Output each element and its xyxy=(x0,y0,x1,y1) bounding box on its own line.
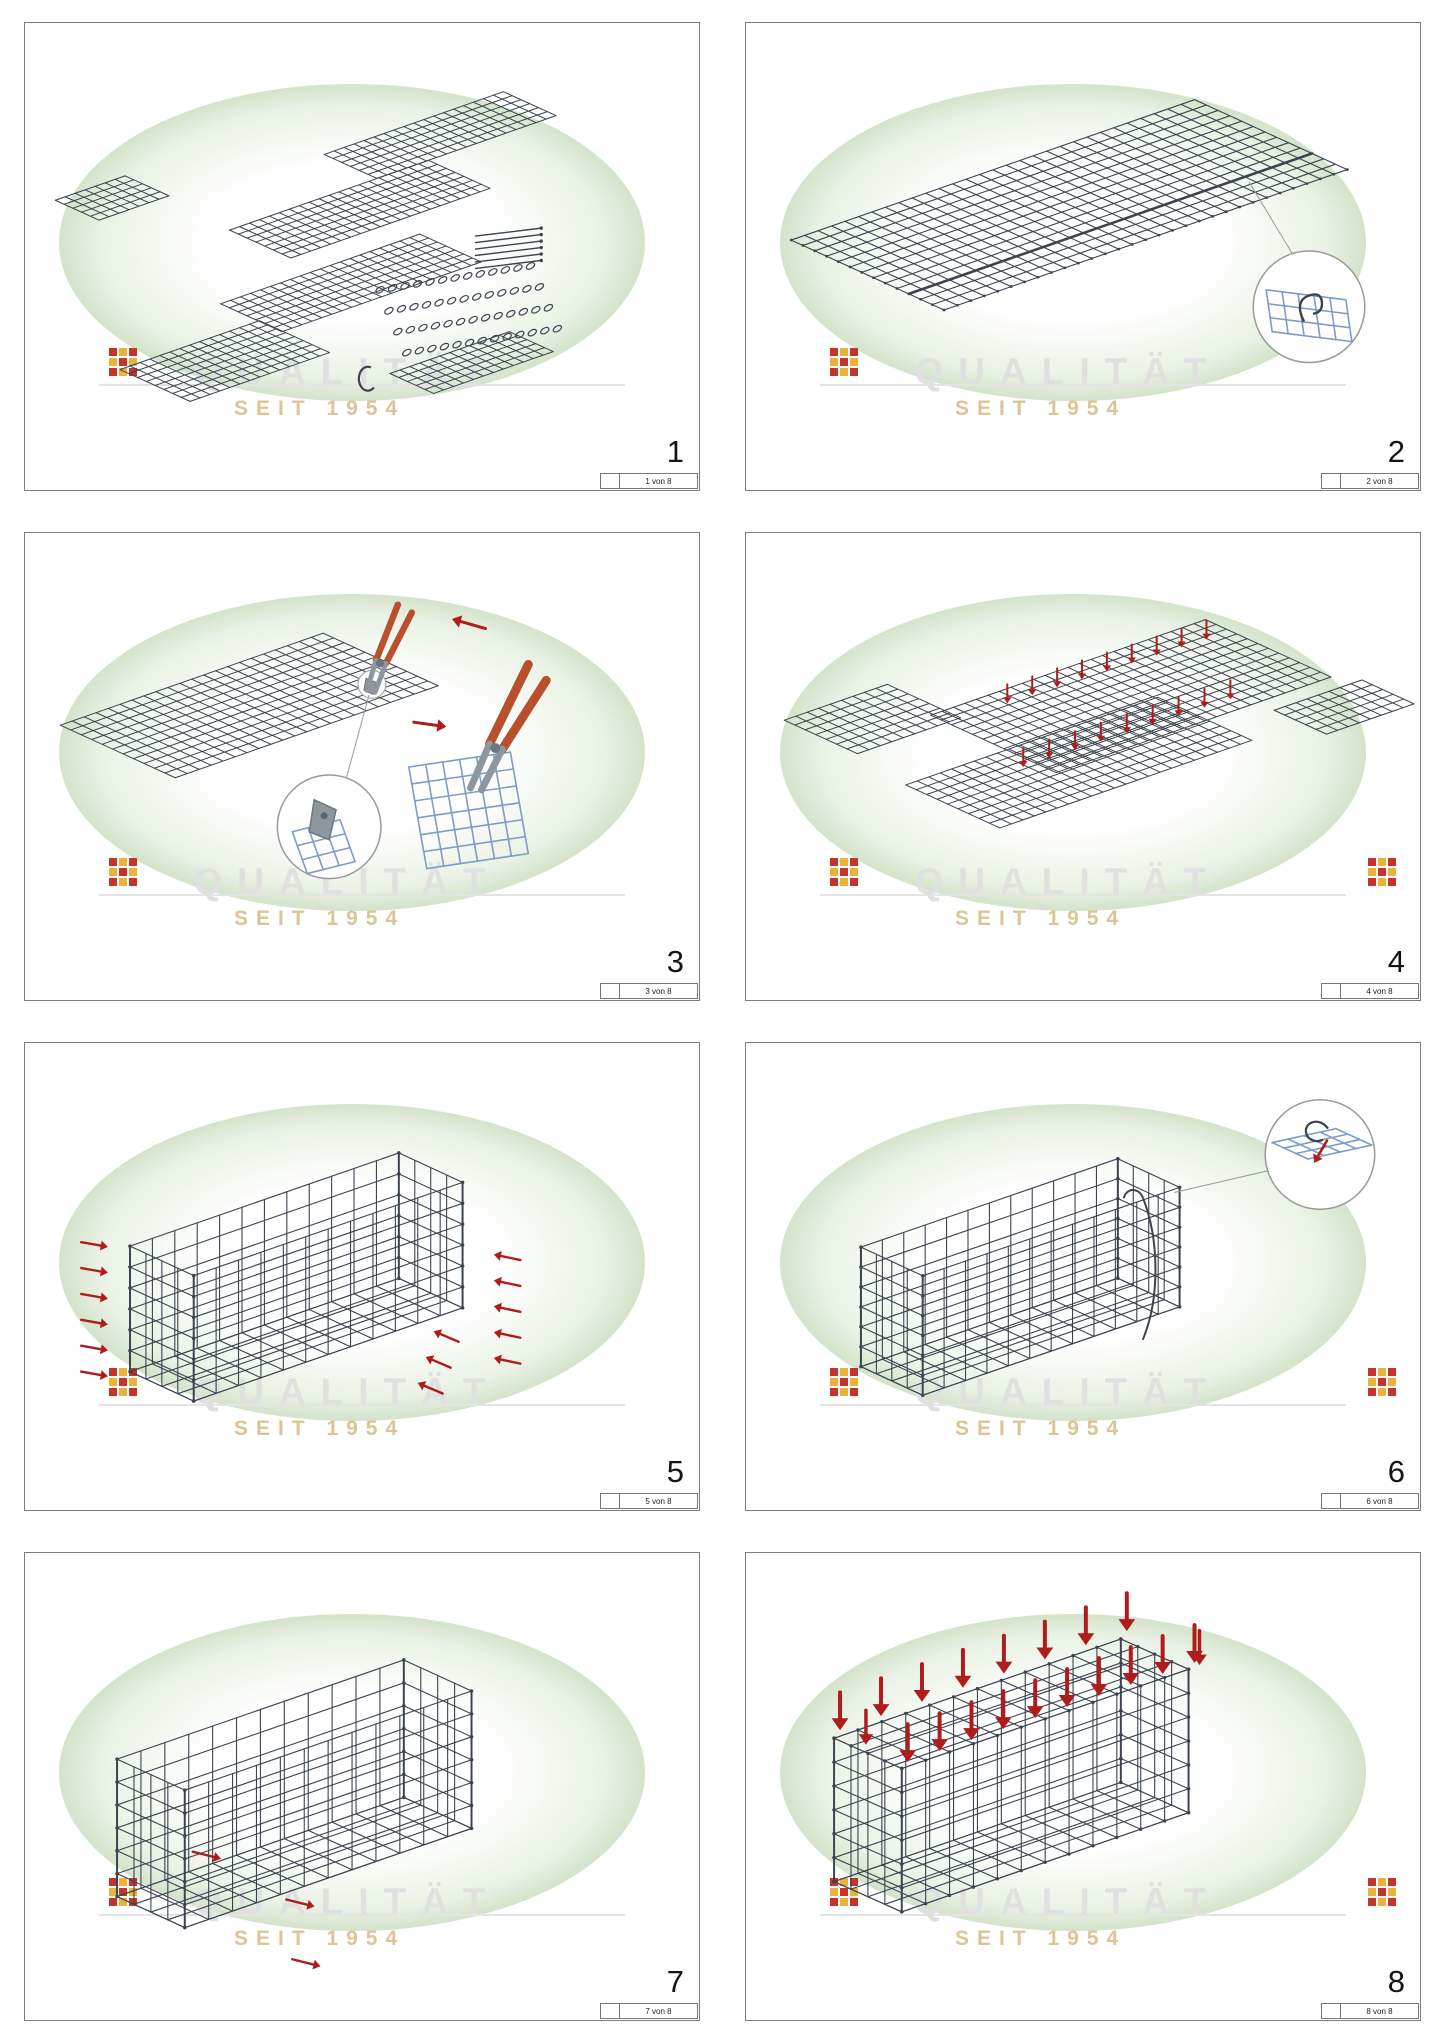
watermark-subtitle: SEIT 1954 xyxy=(233,1926,406,1950)
step-panel-4: QUALITÄT SEIT 1954 4 4 von 8 xyxy=(745,532,1421,1001)
watermark-ellipse xyxy=(779,83,1367,402)
step-3-illustration-pliers-clips xyxy=(59,601,551,880)
step-1-illustration-parts-overview xyxy=(54,91,563,402)
title-block-cell xyxy=(601,1494,620,1508)
page-label: 3 von 8 xyxy=(645,986,672,996)
step-7-illustration-inner-ties xyxy=(115,1658,474,1970)
title-block: 1 von 8 xyxy=(600,473,698,489)
step-number: 5 xyxy=(666,1454,684,1489)
step-5-illustration-box-assembly-arrows xyxy=(80,1151,522,1403)
watermark-subtitle: SEIT 1954 xyxy=(233,1416,406,1440)
brand-logo-icon xyxy=(830,1368,859,1397)
step-number: 6 xyxy=(1387,1454,1405,1489)
watermark-rule xyxy=(99,1404,625,1407)
title-block-cell xyxy=(601,474,620,488)
watermark-subtitle: SEIT 1954 xyxy=(954,1926,1127,1950)
brand-logo-icon xyxy=(109,1878,138,1907)
watermark-rule xyxy=(99,1914,625,1917)
page-label: 1 von 8 xyxy=(645,476,672,486)
step-number: 8 xyxy=(1387,1964,1405,1999)
title-block-cell xyxy=(1322,2004,1341,2018)
title-block: 2 von 8 xyxy=(1321,473,1419,489)
watermark-title: QUALITÄT xyxy=(193,1880,501,1922)
page-label: 5 von 8 xyxy=(645,1496,672,1506)
title-block-cell xyxy=(601,2004,620,2018)
step-panel-8: QUALITÄT SEIT 1954 8 8 von 8 xyxy=(745,1552,1421,2021)
step-panel-3: QUALITÄT SEIT 1954 3 3 von 8 xyxy=(24,532,700,1001)
title-block: 8 von 8 xyxy=(1321,2003,1419,2019)
watermark-rule xyxy=(820,1404,1346,1407)
step-panel-7: QUALITÄT SEIT 1954 7 7 von 8 xyxy=(24,1552,700,2021)
watermark-title: QUALITÄT xyxy=(914,1880,1222,1922)
watermark-ellipse xyxy=(58,83,646,402)
title-block: 4 von 8 xyxy=(1321,983,1419,999)
watermark-subtitle: SEIT 1954 xyxy=(954,906,1127,930)
step-panel-2: QUALITÄT SEIT 1954 2 2 von 8 xyxy=(745,22,1421,491)
watermark-rule xyxy=(99,384,625,387)
title-block: 5 von 8 xyxy=(600,1493,698,1509)
brand-logo-icon xyxy=(830,858,859,887)
title-block: 6 von 8 xyxy=(1321,1493,1419,1509)
brand-logo-icon xyxy=(1368,1368,1397,1397)
watermark-rule xyxy=(820,384,1346,387)
brand-logo-icon xyxy=(830,348,859,377)
page-label: 8 von 8 xyxy=(1366,2006,1393,2016)
step-panel-6: QUALITÄT SEIT 1954 6 6 von 8 xyxy=(745,1042,1421,1511)
title-block-cell xyxy=(1322,1494,1341,1508)
step-number: 2 xyxy=(1387,434,1405,469)
step-panel-1: QUALITÄT SEIT 1954 1 1 von 8 xyxy=(24,22,700,491)
step-4-illustration-flat-layout-arrows xyxy=(783,619,1415,829)
title-block: 3 von 8 xyxy=(600,983,698,999)
watermark-title: QUALITÄT xyxy=(914,350,1222,392)
watermark-subtitle: SEIT 1954 xyxy=(233,906,406,930)
page-label: 7 von 8 xyxy=(645,2006,672,2016)
brand-logo-icon xyxy=(109,858,138,887)
watermark-subtitle: SEIT 1954 xyxy=(954,396,1127,420)
watermark-subtitle: SEIT 1954 xyxy=(954,1416,1127,1440)
watermark-rule xyxy=(820,1914,1346,1917)
brand-logo-icon xyxy=(1368,1878,1397,1907)
title-block-cell xyxy=(1322,474,1341,488)
step-number: 7 xyxy=(666,1964,684,1999)
title-block-cell xyxy=(601,984,620,998)
step-number: 3 xyxy=(666,944,684,979)
page-label: 4 von 8 xyxy=(1366,986,1393,996)
step-panel-5: QUALITÄT SEIT 1954 5 5 von 8 xyxy=(24,1042,700,1511)
step-number: 4 xyxy=(1387,944,1405,979)
watermark-rule xyxy=(99,894,625,897)
brand-logo-icon xyxy=(1368,858,1397,887)
step-number: 1 xyxy=(666,434,684,469)
watermark-rule xyxy=(820,894,1346,897)
page-label: 2 von 8 xyxy=(1366,476,1393,486)
title-block-cell xyxy=(1322,984,1341,998)
watermark-subtitle: SEIT 1954 xyxy=(233,396,406,420)
step-8-illustration-lid-closing-arrows xyxy=(831,1591,1207,1914)
brand-logo-icon xyxy=(109,1368,138,1397)
watermark-title: QUALITÄT xyxy=(914,860,1222,902)
page-label: 6 von 8 xyxy=(1366,1496,1393,1506)
title-block: 7 von 8 xyxy=(600,2003,698,2019)
watermark-title: QUALITÄT xyxy=(914,1370,1222,1412)
step-6-illustration-spiral-detail xyxy=(859,1099,1376,1398)
step-2-illustration-mesh-clip-detail xyxy=(789,99,1366,364)
